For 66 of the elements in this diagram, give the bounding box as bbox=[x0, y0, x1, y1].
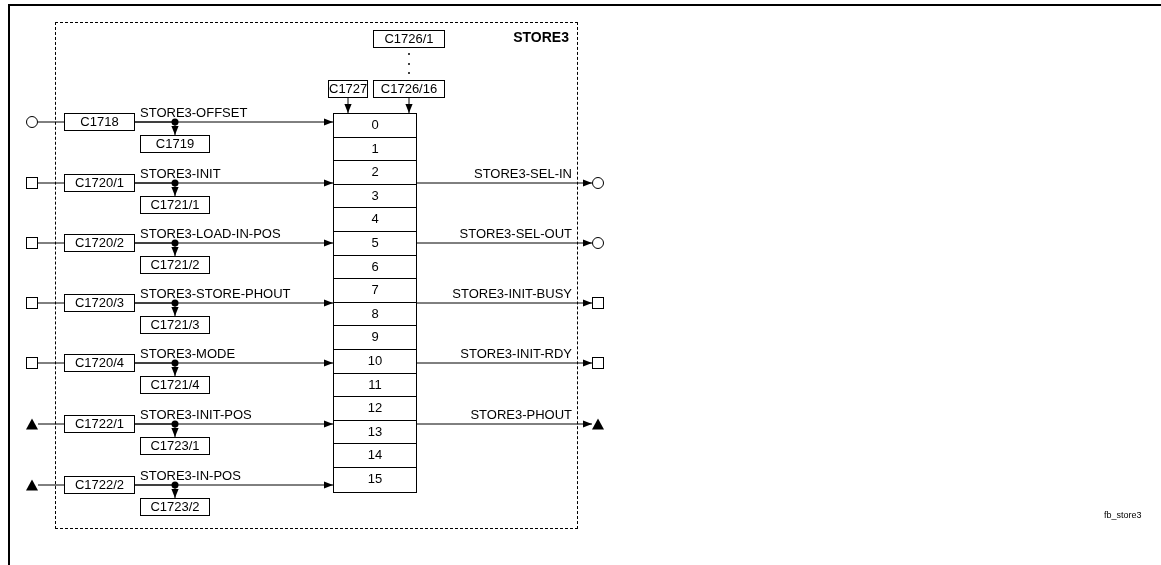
signal-line bbox=[416, 420, 593, 428]
signal-name: STORE3-IN-POS bbox=[140, 469, 241, 483]
parameter-code: C1722/2 bbox=[64, 476, 135, 494]
signal-line bbox=[134, 484, 179, 499]
parameter-code: C1721/4 bbox=[140, 376, 210, 394]
triangle-terminal bbox=[26, 418, 38, 430]
signal-line bbox=[37, 182, 65, 184]
signal-name: STORE3-INIT-RDY bbox=[460, 347, 572, 361]
parameter-code: C1723/1 bbox=[140, 437, 210, 455]
signal-line bbox=[134, 423, 179, 438]
signal-line bbox=[37, 423, 65, 425]
signal-line bbox=[134, 302, 179, 317]
signal-line bbox=[416, 299, 593, 307]
signal-line bbox=[416, 359, 593, 367]
signal-line bbox=[416, 179, 593, 187]
signal-line bbox=[134, 362, 179, 377]
signal-line bbox=[344, 97, 352, 114]
signal-name: STORE3-STORE-PHOUT bbox=[140, 287, 291, 301]
square-terminal bbox=[26, 297, 38, 309]
signal-name: STORE3-OFFSET bbox=[140, 106, 248, 120]
signal-name: STORE3-INIT-POS bbox=[140, 408, 252, 422]
circle-terminal bbox=[592, 177, 604, 189]
parameter-code: C1719 bbox=[140, 135, 210, 153]
function-block bbox=[55, 22, 578, 529]
parameter-code: C1726/1 bbox=[373, 30, 445, 48]
triangle-terminal bbox=[26, 479, 38, 491]
square-terminal bbox=[26, 237, 38, 249]
parameter-code: C1720/1 bbox=[64, 174, 135, 192]
parameter-code: C1727 bbox=[328, 80, 368, 98]
signal-line bbox=[37, 121, 65, 123]
parameter-code: C1721/2 bbox=[140, 256, 210, 274]
register-column bbox=[333, 113, 417, 493]
parameter-code: C1720/3 bbox=[64, 294, 135, 312]
signal-name: STORE3-INIT bbox=[140, 167, 221, 181]
signal-line bbox=[416, 239, 593, 247]
parameter-code: C1723/2 bbox=[140, 498, 210, 516]
signal-line bbox=[37, 242, 65, 244]
figure-id: fb_store3 bbox=[1104, 509, 1142, 522]
parameter-code: C1722/1 bbox=[64, 415, 135, 433]
signal-line bbox=[37, 302, 65, 304]
block-title: STORE3 bbox=[513, 29, 569, 45]
square-terminal bbox=[592, 297, 604, 309]
signal-name: STORE3-LOAD-IN-POS bbox=[140, 227, 281, 241]
parameter-code: C1718 bbox=[64, 113, 135, 131]
circle-terminal bbox=[26, 116, 38, 128]
square-terminal bbox=[26, 177, 38, 189]
signal-name: STORE3-MODE bbox=[140, 347, 236, 361]
signal-line bbox=[134, 182, 179, 197]
signal-name: STORE3-PHOUT bbox=[470, 408, 572, 422]
parameter-code: C1721/1 bbox=[140, 196, 210, 214]
parameter-code: C1721/3 bbox=[140, 316, 210, 334]
signal-line bbox=[134, 121, 179, 136]
signal-name: STORE3-SEL-OUT bbox=[459, 227, 572, 241]
signal-line bbox=[37, 362, 65, 364]
signal-line bbox=[37, 484, 65, 486]
signal-line bbox=[405, 97, 413, 114]
square-terminal bbox=[26, 357, 38, 369]
signal-name: STORE3-INIT-BUSY bbox=[452, 287, 572, 301]
parameter-code: C1720/2 bbox=[64, 234, 135, 252]
circle-terminal bbox=[592, 237, 604, 249]
parameter-code: C1720/4 bbox=[64, 354, 135, 372]
signal-name: STORE3-SEL-IN bbox=[474, 167, 572, 181]
parameter-code: C1726/16 bbox=[373, 80, 445, 98]
square-terminal bbox=[592, 357, 604, 369]
signal-line bbox=[134, 242, 179, 257]
triangle-terminal bbox=[592, 418, 604, 430]
